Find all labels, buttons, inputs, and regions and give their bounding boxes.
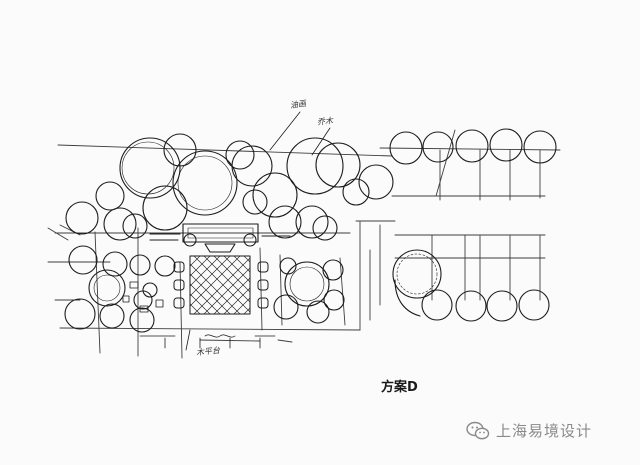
- paving-stones-left: [122, 281, 276, 338]
- trees-left: [64, 245, 176, 333]
- trees-mid-right: [273, 257, 345, 324]
- pavilion-structure: [149, 223, 291, 253]
- stepping-blocks: [173, 261, 269, 309]
- watermark-text: 上海易境设计: [496, 422, 593, 440]
- central-paving: [189, 255, 251, 315]
- construction-lines: [47, 129, 561, 359]
- feature-bottom-right: [392, 249, 550, 322]
- wechat-icon: [466, 421, 490, 439]
- note-label: 油画: [289, 98, 307, 111]
- watermark: 上海易境设计: [466, 420, 592, 441]
- canopy-trees-top: [65, 133, 394, 241]
- tick-marks: [164, 337, 261, 349]
- tree-row-top-right: [389, 128, 557, 165]
- plan-title: 方案D: [381, 380, 418, 395]
- annotation-leaders: [185, 111, 331, 351]
- note-label: 乔木: [316, 116, 334, 127]
